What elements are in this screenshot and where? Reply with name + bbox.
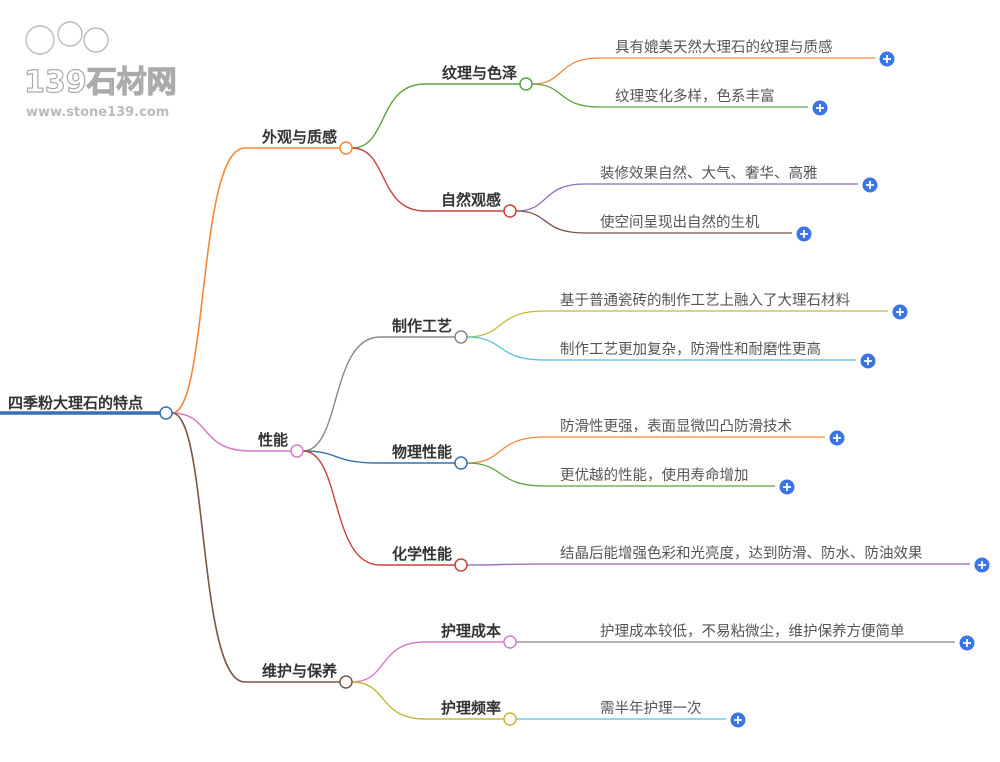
edge-branch-to-topic (351, 83, 426, 149)
edges (0, 57, 970, 720)
branch-node-toggle[interactable] (339, 141, 353, 155)
topic-node-label: 物理性能 (392, 443, 452, 461)
edge-topic-to-leaf (531, 83, 601, 108)
plus-icon (816, 104, 824, 112)
topic-node-label: 化学性能 (392, 545, 452, 563)
topic-node-label: 纹理与色泽 (442, 64, 517, 82)
expand-leaf-button[interactable] (779, 479, 795, 495)
expand-leaf-button[interactable] (812, 100, 828, 116)
plus-icon (978, 561, 986, 569)
root-node-toggle[interactable] (159, 406, 173, 420)
topic-node-toggle[interactable] (454, 330, 468, 344)
edge-branch-to-topic (351, 681, 426, 720)
edge-branch-to-topic (302, 450, 381, 464)
expand-leaf-button[interactable] (730, 712, 746, 728)
plus-icon (866, 181, 874, 189)
leaf-node-label: 具有媲美天然大理石的纹理与质感 (615, 39, 833, 56)
expand-leaf-button[interactable] (796, 226, 812, 242)
edge-topic-to-leaf (466, 310, 546, 338)
topic-node-label: 护理频率 (441, 699, 501, 717)
plus-icon (734, 716, 742, 724)
watermark-text: 139石材网 (24, 65, 177, 100)
branch-node-toggle[interactable] (290, 444, 304, 458)
branch-node-label: 性能 (258, 431, 288, 449)
leaf-node-label: 更优越的性能，使用寿命增加 (560, 466, 749, 484)
plus-icon (800, 230, 808, 238)
topic-node-toggle[interactable] (503, 204, 517, 218)
topic-node-toggle[interactable] (503, 635, 517, 649)
plus-icon (783, 483, 791, 491)
topic-node-toggle[interactable] (454, 456, 468, 470)
expand-leaf-button[interactable] (959, 635, 975, 651)
leaf-node-label: 防滑性更强，表面显微凹凸防滑技术 (560, 418, 792, 435)
expand-leaf-button[interactable] (892, 304, 908, 320)
leaf-node-label: 需半年护理一次 (600, 700, 702, 717)
leaf-node-label: 结晶后能增强色彩和光亮度，达到防滑、防水、防油效果 (560, 545, 923, 562)
leaf-node-label: 使空间呈现出自然的生机 (600, 214, 760, 231)
leaf-node-label: 装修效果自然、大气、奢华、高雅 (600, 165, 818, 182)
edge-topic-to-leaf (515, 210, 586, 234)
edge-root-to-branch (171, 412, 246, 683)
expand-leaf-button[interactable] (860, 353, 876, 369)
branch-node-toggle[interactable] (339, 675, 353, 689)
leaf-node-label: 纹理变化多样，色系丰富 (615, 87, 775, 105)
branch-node-label: 外观与质感 (261, 128, 337, 146)
topic-node-toggle[interactable] (503, 712, 517, 726)
watermark-mark (57, 21, 83, 47)
edge-branch-to-topic (351, 641, 426, 683)
edge-topic-to-leaf (531, 57, 601, 85)
topic-node-label: 制作工艺 (392, 317, 452, 335)
plus-icon (833, 434, 841, 442)
edge-root-to-branch (171, 412, 251, 452)
watermark-url: www.stone139.com (26, 105, 169, 120)
leaf-node-label: 制作工艺更加复杂，防滑性和耐磨性更高 (560, 340, 821, 358)
branch-node-label: 维护与保养 (262, 662, 338, 680)
leaf-node-label: 护理成本较低，不易粘微尘，维护保养方便简单 (600, 622, 905, 640)
expand-leaf-button[interactable] (829, 430, 845, 446)
expand-leaf-button[interactable] (974, 557, 990, 573)
plus-icon (864, 357, 872, 365)
nodes: 四季粉大理石的特点 外观与质感 纹理与色泽 具有媲美天然大理石的纹理与质感纹理变化多样… (8, 39, 990, 728)
topic-node-toggle[interactable] (454, 558, 468, 572)
leaf-node-label: 基于普通瓷砖的制作工艺上融入了大理石材料 (560, 292, 850, 309)
edge-root-to-branch (171, 147, 246, 414)
edge-topic-to-leaf (515, 183, 586, 212)
plus-icon (896, 308, 904, 316)
expand-leaf-button[interactable] (879, 51, 895, 67)
root-node-label: 四季粉大理石的特点 (8, 394, 143, 412)
plus-icon (963, 639, 971, 647)
topic-node-toggle[interactable] (519, 77, 533, 91)
watermark: 139石材网 www.stone139.com (23, 21, 177, 120)
edge-topic-to-leaf (466, 563, 546, 566)
edge-branch-to-topic (302, 336, 381, 452)
edge-topic-to-leaf (466, 436, 546, 464)
edge-topic-to-leaf (466, 462, 546, 487)
watermark-mark (25, 25, 55, 55)
edge-topic-to-leaf (466, 336, 546, 361)
plus-icon (883, 55, 891, 63)
topic-node-label: 自然观感 (441, 191, 501, 209)
edge-branch-to-topic (351, 147, 426, 212)
watermark-mark (83, 27, 109, 53)
expand-leaf-button[interactable] (862, 177, 878, 193)
topic-node-label: 护理成本 (441, 622, 501, 640)
edge-branch-to-topic (302, 450, 381, 566)
